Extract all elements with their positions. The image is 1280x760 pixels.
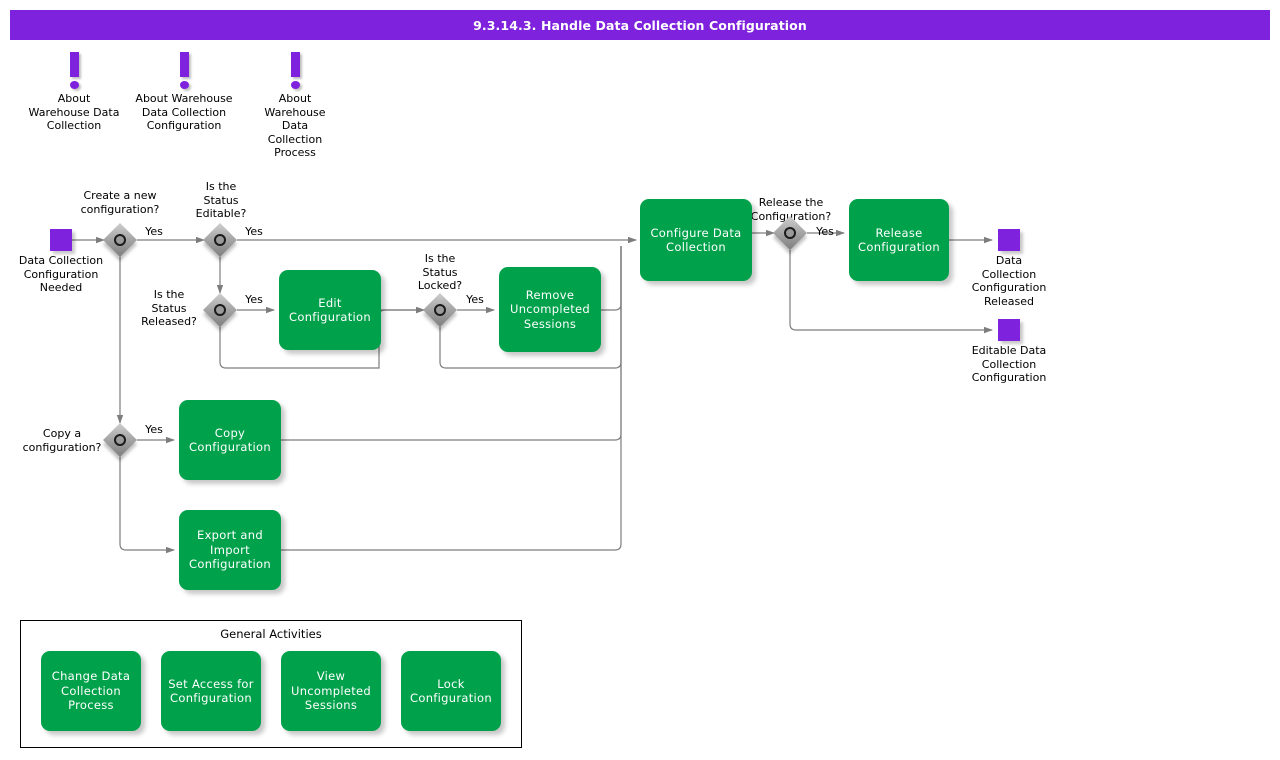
exclamation-icon bbox=[118, 48, 250, 90]
task-remove-uncompleted-sessions[interactable]: Remove Uncompleted Sessions bbox=[499, 267, 601, 352]
gateway-label-is-status-locked: Is the Status Locked? bbox=[417, 252, 463, 292]
exclamation-icon bbox=[22, 48, 126, 90]
end-event-icon bbox=[998, 229, 1020, 251]
general-activities-title: General Activities bbox=[220, 627, 322, 641]
start-event-label: Data Collection Configuration Needed bbox=[18, 254, 104, 294]
task-edit-configuration[interactable]: Edit Configuration bbox=[279, 270, 381, 350]
flow-yes-is-status-released: Yes bbox=[245, 293, 263, 306]
gateway-label-is-status-editable: Is the Status Editable? bbox=[195, 180, 247, 220]
end-event-label: Editable Data Collection Configuration bbox=[971, 344, 1047, 384]
flow-yes-create-new-configuration: Yes bbox=[145, 225, 163, 238]
gateway-is-status-editable[interactable] bbox=[203, 223, 237, 257]
gateway-ring-icon bbox=[784, 227, 796, 239]
gateway-label-create-new-configuration: Create a new configuration? bbox=[80, 189, 160, 216]
gateway-copy-a-configuration[interactable] bbox=[103, 423, 137, 457]
info-marker-about-warehouse-data-collection[interactable]: About Warehouse Data Collection bbox=[22, 48, 126, 133]
gateway-label-release-the-configuration: Release the Configuration? bbox=[750, 196, 832, 223]
task-view-uncompleted-sessions[interactable]: View Uncompleted Sessions bbox=[281, 651, 381, 731]
info-marker-label: About Warehouse Data Collection Process bbox=[264, 92, 326, 159]
info-marker-about-warehouse-data-collection-process[interactable]: About Warehouse Data Collection Process bbox=[250, 48, 340, 160]
gateway-ring-icon bbox=[434, 304, 446, 316]
general-activities-group: General Activities Change Data Collectio… bbox=[20, 620, 522, 748]
info-marker-about-warehouse-data-collection-configuration[interactable]: About Warehouse Data Collection Configur… bbox=[118, 48, 250, 133]
end-event-data-collection-configuration-released[interactable]: Data Collection Configuration Released bbox=[959, 229, 1059, 308]
gateway-is-status-released[interactable] bbox=[203, 293, 237, 327]
info-marker-label: About Warehouse Data Collection Configur… bbox=[135, 92, 233, 132]
gateway-ring-icon bbox=[114, 234, 126, 246]
info-marker-label: About Warehouse Data Collection bbox=[28, 92, 120, 132]
flow-yes-is-status-locked: Yes bbox=[466, 293, 484, 306]
flow-yes-release-the-configuration: Yes bbox=[816, 225, 834, 238]
task-release-configuration[interactable]: Release Configuration bbox=[849, 199, 949, 281]
task-change-data-collection-process[interactable]: Change Data Collection Process bbox=[41, 651, 141, 731]
exclamation-icon bbox=[250, 48, 340, 90]
task-set-access-for-configuration[interactable]: Set Access for Configuration bbox=[161, 651, 261, 731]
gateway-ring-icon bbox=[214, 234, 226, 246]
gateway-create-new-configuration[interactable] bbox=[103, 223, 137, 257]
gateway-ring-icon bbox=[214, 304, 226, 316]
gateway-ring-icon bbox=[114, 434, 126, 446]
gateway-label-is-status-released: Is the Status Released? bbox=[141, 288, 197, 328]
end-event-label: Data Collection Configuration Released bbox=[971, 254, 1047, 308]
start-event-icon bbox=[50, 229, 72, 251]
end-event-icon bbox=[998, 319, 1020, 341]
task-configure-data-collection[interactable]: Configure Data Collection bbox=[640, 199, 752, 281]
window-title-bar: 9.3.14.3. Handle Data Collection Configu… bbox=[10, 10, 1270, 40]
page-title: 9.3.14.3. Handle Data Collection Configu… bbox=[473, 17, 807, 33]
task-export-and-import-configuration[interactable]: Export and Import Configuration bbox=[179, 510, 281, 590]
end-event-editable-data-collection-configuration[interactable]: Editable Data Collection Configuration bbox=[959, 319, 1059, 385]
flow-yes-copy-a-configuration: Yes bbox=[145, 423, 163, 436]
gateway-label-copy-a-configuration: Copy a configuration? bbox=[22, 427, 102, 454]
task-copy-configuration[interactable]: Copy Configuration bbox=[179, 400, 281, 480]
gateway-release-the-configuration[interactable] bbox=[773, 216, 807, 250]
flow-yes-is-status-editable: Yes bbox=[245, 225, 263, 238]
gateway-is-status-locked[interactable] bbox=[423, 293, 457, 327]
start-event-data-collection-configuration-needed[interactable]: Data Collection Configuration Needed bbox=[11, 229, 111, 295]
task-lock-configuration[interactable]: Lock Configuration bbox=[401, 651, 501, 731]
